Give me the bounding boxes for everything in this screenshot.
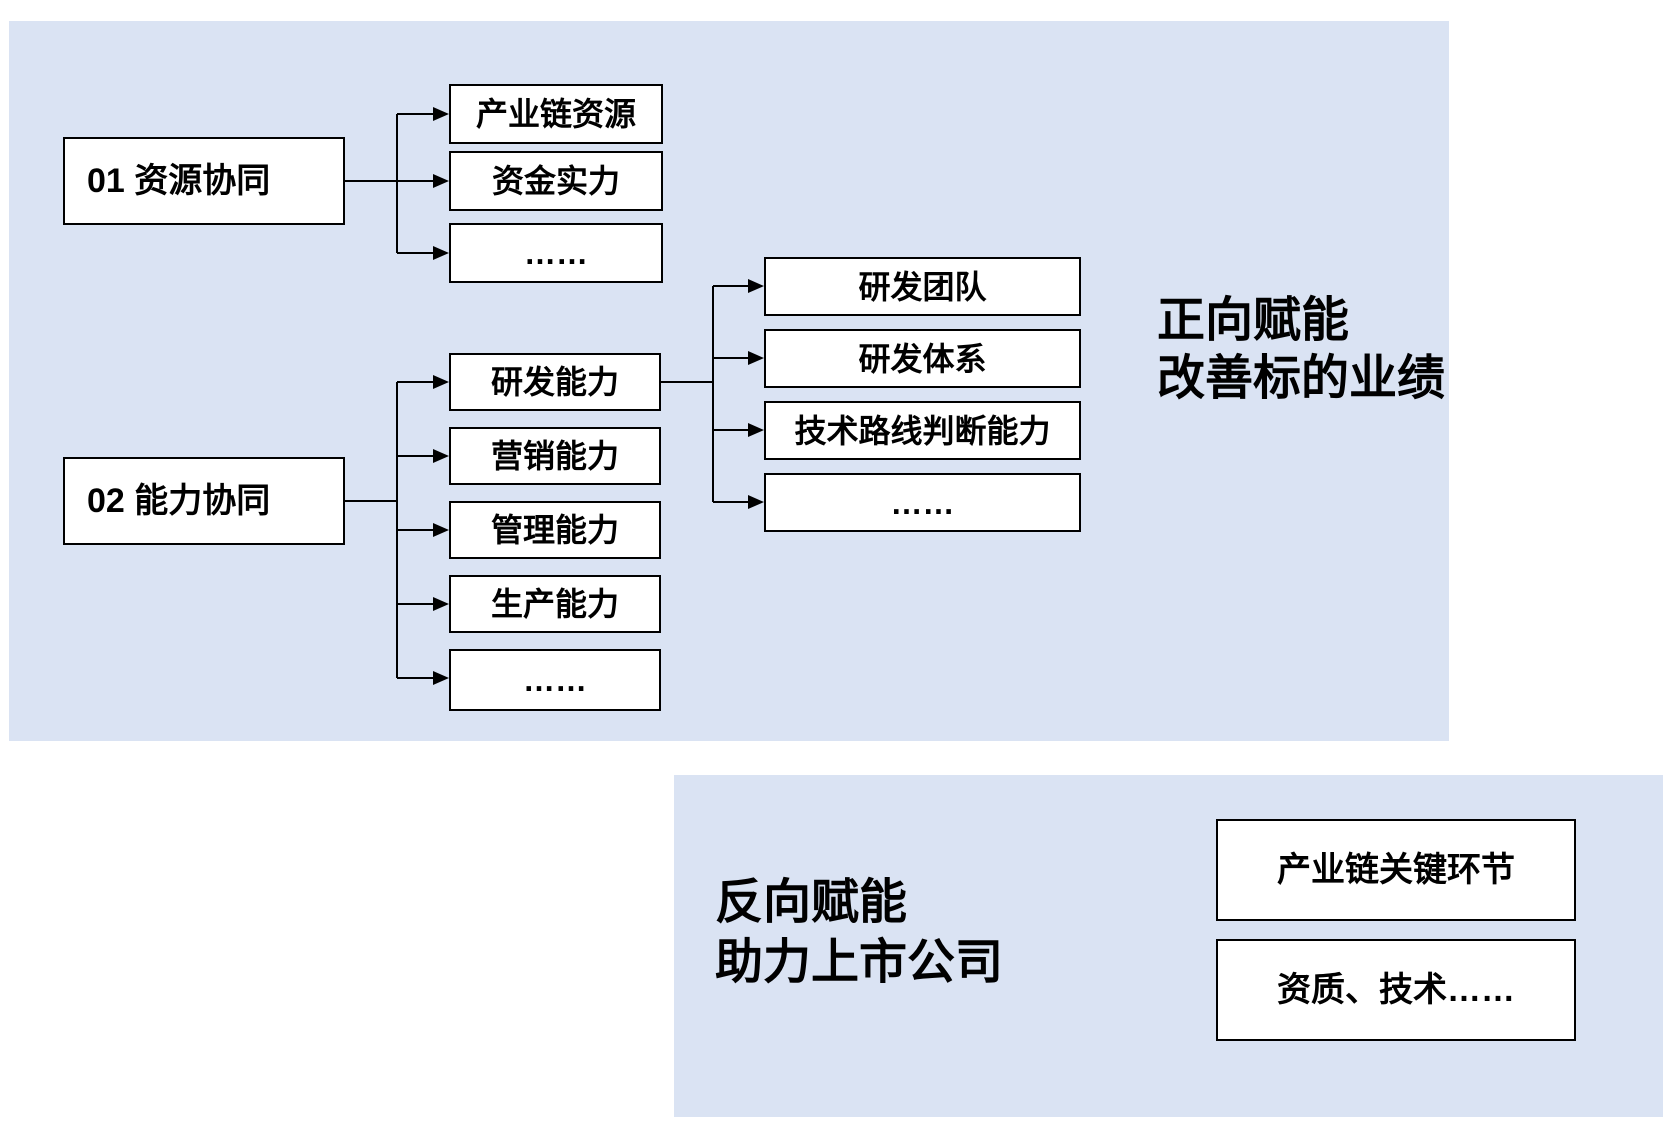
backward-heading-line2: 助力上市公司 [715, 936, 1004, 989]
box-resource-ellipsis: …… [449, 223, 663, 283]
forward-heading-line1: 正向赋能 [1157, 294, 1350, 347]
box-marketing-capability: 营销能力 [449, 427, 661, 485]
box-management-capability: 管理能力 [449, 501, 661, 559]
forward-heading: 正向赋能 改善标的业绩 [1157, 292, 1445, 408]
box-rd-ellipsis: …… [764, 473, 1081, 532]
box-production-capability: 生产能力 [449, 575, 661, 633]
box-rd-system: 研发体系 [764, 329, 1081, 388]
backward-heading: 反向赋能 助力上市公司 [715, 873, 1003, 993]
box-industry-chain-resources: 产业链资源 [449, 84, 663, 144]
node-resource-synergy: 01 资源协同 [63, 137, 345, 225]
box-rd-team: 研发团队 [764, 257, 1081, 316]
box-qualification-technology: 资质、技术…… [1216, 939, 1576, 1041]
forward-heading-line2: 改善标的业绩 [1157, 352, 1446, 405]
node-capability-synergy: 02 能力协同 [63, 457, 345, 545]
backward-heading-line1: 反向赋能 [715, 876, 908, 929]
box-tech-route-judgement: 技术路线判断能力 [764, 401, 1081, 460]
box-industry-chain-key-links: 产业链关键环节 [1216, 819, 1576, 921]
box-capability-ellipsis: …… [449, 649, 661, 711]
box-capital-strength: 资金实力 [449, 151, 663, 211]
box-rd-capability: 研发能力 [449, 353, 661, 411]
